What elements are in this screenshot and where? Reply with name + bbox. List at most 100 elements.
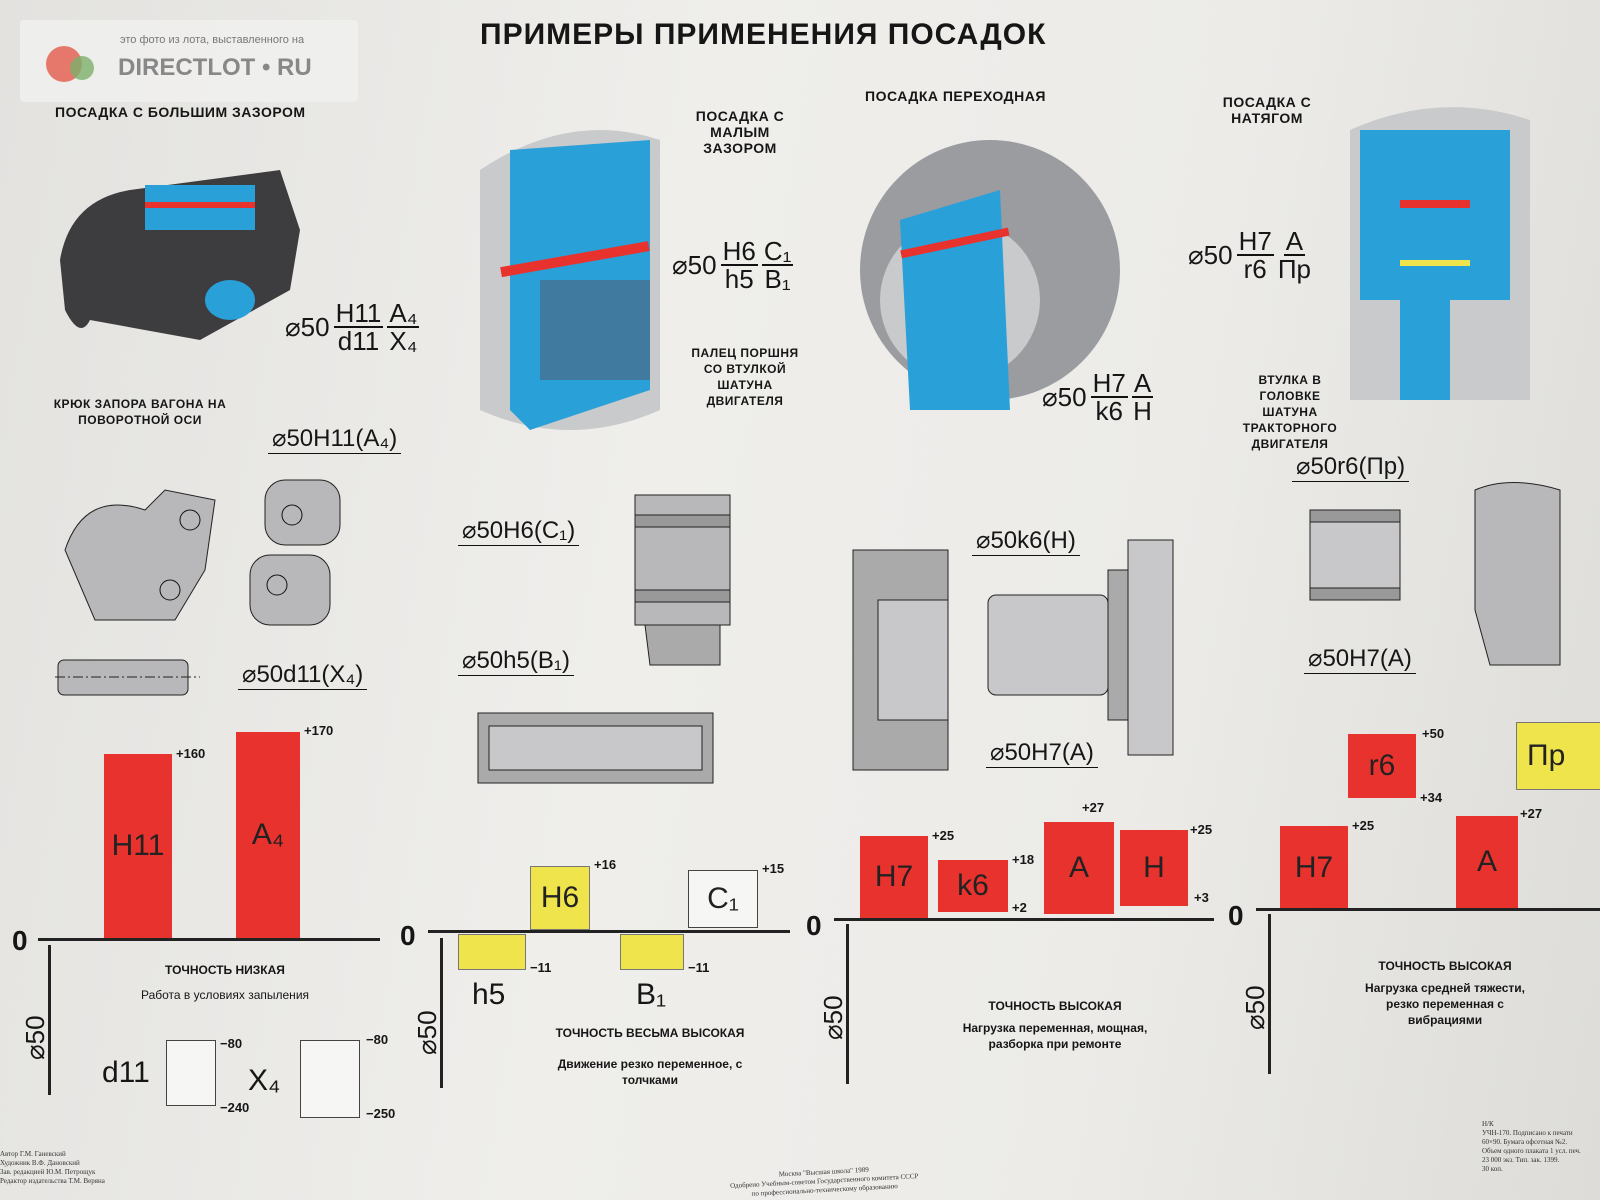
tolerance-bar-H7: H7 [860,836,928,918]
conditions-2: Движение резко переменное, с толчками [557,1057,743,1087]
deviation-H11-upper: +160 [176,746,206,761]
hole-label-2: ⌀50H6(C₁) [458,516,580,546]
zero-line-1 [38,938,380,941]
shaft-label-2: ⌀50h5(B₁) [458,646,574,676]
deviation-r6-lower: +34 [1420,790,1443,805]
hole-label-4: ⌀50H7(A) [1304,644,1416,674]
accuracy-3: ТОЧНОСТЬ ВЫСОКАЯ [988,999,1122,1013]
diameter-axis-1 [48,945,51,1095]
tolerance-bar-H: H [1120,830,1188,906]
bushing-drawing [634,494,731,666]
deviation-X4-upper: −80 [366,1032,389,1047]
shaft-field-X4-label: X₄ [248,1064,281,1097]
squirrel-logo-icon [46,46,94,82]
imprint-line: Зав. редакцией Ю.М. Петрощук [0,1168,96,1176]
conditions-3: Нагрузка переменная, мощная, разборка пр… [962,1021,1148,1051]
section-heading-transition: ПОСАДКА ПЕРЕХОДНАЯ [865,88,1046,104]
shaft-field-d11-label: d11 [102,1056,150,1089]
watermark: это фото из лота, выставленного на DIREC… [20,20,358,102]
hook-detail-drawing [64,479,341,626]
imprint-line: УЧН-170. Подписано к печати [1482,1129,1573,1137]
section-heading-interference: ПОСАДКА С НАТЯГОМ [1222,94,1312,126]
diameter-axis-4 [1268,914,1271,1074]
imprint-line: Н/К [1482,1120,1494,1128]
imprint-line: 60×90. Бумага офсетная №2. [1482,1138,1568,1146]
part-name-4: ВТУЛКА В ГОЛОВКЕ ШАТУНА ТРАКТОРНОГО ДВИГ… [1242,373,1338,451]
piston-illustration [480,130,660,430]
tolerance-bar-k6: k6 [938,860,1008,912]
deviation-H7-upper: +25 [932,828,955,843]
deviation-A-upper: +27 [1082,800,1105,815]
deviation-C1-upper: +15 [762,861,785,876]
diameter-label-2: ⌀50 [412,1010,442,1055]
zero-line-2 [428,930,790,933]
poster-title: ПРИМЕРЫ ПРИМЕНЕНИЯ ПОСАДОК [480,18,1047,51]
zero-line-4 [1256,908,1600,911]
deviation-H6-upper: +16 [594,857,617,872]
deviation-B1: −11 [688,960,710,975]
part-name-2: ПАЛЕЦ ПОРШНЯ СО ВТУЛКОЙ ШАТУНА ДВИГАТЕЛЯ [691,346,799,408]
imprint-line: 23 000 экз. Тип. зак. 1399. [1482,1156,1560,1164]
hole-label-1: ⌀50H11(A₄) [268,424,402,454]
watermark-caption: это фото из лота, выставленного на [120,34,305,46]
accuracy-1: ТОЧНОСТЬ НИЗКАЯ [165,963,285,977]
imprint-line: Редактор издательства Т.М. Веряна [0,1177,105,1185]
shaft-label-1: ⌀50d11(X₄) [238,660,368,690]
tolerance-bar-A-4: A [1456,816,1518,908]
deviation-r6-upper: +50 [1422,726,1445,741]
tolerance-bar-H7-4: H7 [1280,826,1348,910]
shaft-label-4: ⌀50r6(Пр) [1292,452,1410,482]
hole-label-3: ⌀50H7(A) [986,738,1098,768]
deviation-d11-lower: −240 [220,1100,250,1115]
hook-illustration [60,170,300,340]
zero-line-label-3: 0 [806,910,822,941]
watermark-brand: DIRECTLOT • RU [118,54,312,81]
gear-hub-illustration [860,140,1120,410]
accuracy-2: ТОЧНОСТЬ ВЕСЬМА ВЫСОКАЯ [555,1026,745,1040]
shaft-field-B1-label: B₁ [636,978,667,1011]
zero-line-label-4: 0 [1228,900,1244,931]
deviation-X4-lower: −250 [366,1106,396,1121]
imprint-line: Художник В.Ф. Дановский [0,1159,80,1167]
imprint-line: Объем одного плаката 1 усл. печ. [1482,1147,1581,1155]
conditions-4: Нагрузка средней тяжести, резко переменн… [1365,981,1525,1027]
zero-line-label-1: 0 [12,925,28,956]
diameter-axis-3 [846,924,849,1084]
diameter-label-1: ⌀50 [20,1015,50,1060]
part-name-1: КРЮК ЗАПОРА ВАГОНА НА ПОВОРОТНОЙ ОСИ [53,397,227,427]
tolerance-bar-Pr: Пр [1516,722,1600,790]
shaft-field-h5-label: h5 [472,978,506,1011]
gear-shaft-drawing [852,539,1174,771]
accuracy-4: ТОЧНОСТЬ ВЫСОКАЯ [1378,959,1512,973]
conditions-1: Работа в условиях запыления [140,988,310,1002]
tolerance-bar-r6: r6 [1348,734,1416,798]
deviation-d11-upper: −80 [220,1036,243,1051]
imprint-left: Автор Г.М. Ганевский Художник В.Ф. Данов… [0,1150,105,1186]
shaft-label-3: ⌀50k6(H) [972,526,1080,556]
zero-line-label-2: 0 [400,920,416,951]
diameter-label-4: ⌀50 [1240,985,1270,1030]
deviation-k6-upper: +18 [1012,852,1035,867]
tolerance-bar-h5 [458,934,526,970]
tolerance-bar-A: A [1044,822,1114,914]
imprint-right: Н/К УЧН-170. Подписано к печати 60×90. Б… [1482,1120,1581,1174]
conrod-illustration [1350,107,1530,400]
deviation-A4-upper: +170 [304,723,334,738]
tolerance-bar-B1 [620,934,684,970]
deviation-H7-4-upper: +25 [1352,818,1375,833]
section-heading-small-clearance: ПОСАДКА С МАЛЫМ ЗАЗОРОМ [695,108,785,156]
deviation-h5: −11 [530,960,552,975]
tolerance-bar-C1: C₁ [688,870,758,928]
diameter-label-3: ⌀50 [818,995,848,1040]
pin-drawing-2 [477,712,714,784]
tolerance-bar-H6: H6 [530,866,590,930]
tolerance-bar-d11 [166,1040,216,1106]
bushing-conrod-drawing [1309,482,1561,666]
pin-drawing [55,659,200,696]
deviation-H-upper: +25 [1190,822,1213,837]
imprint-line: Автор Г.М. Ганевский [0,1150,66,1158]
